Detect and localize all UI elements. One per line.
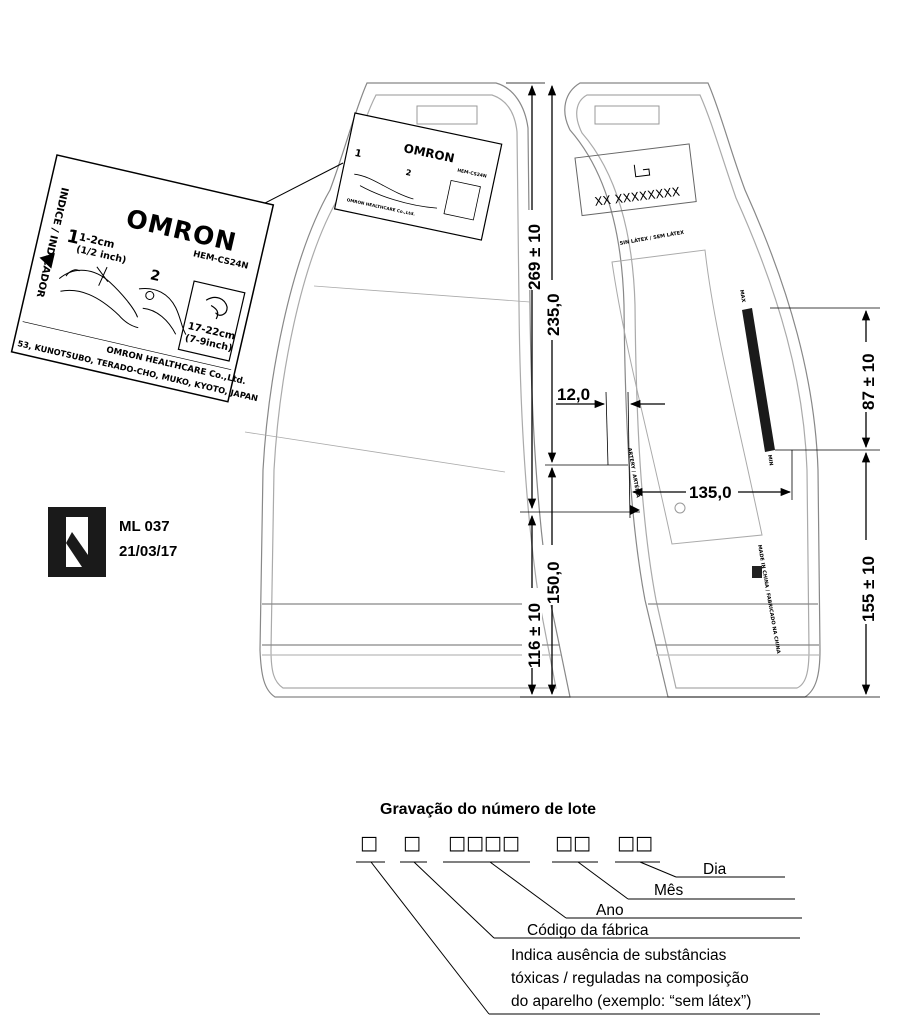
back-min-text: MIN — [766, 454, 774, 466]
back-round-marker — [674, 502, 686, 514]
lot-label-toxic-1: Indica ausência de substâncias — [511, 947, 727, 964]
lot-label-day: Dia — [703, 861, 727, 878]
lot-label-year: Ano — [596, 902, 624, 919]
dim-lower-left-outer: 116 ± 10 — [525, 603, 544, 668]
front-small-step1: 1 — [353, 148, 362, 160]
lot-box-day: □□ — [617, 832, 653, 854]
dim-lower-left-inner: 150,0 — [544, 561, 563, 604]
lot-label-factory: Código da fábrica — [527, 922, 649, 939]
lot-label-toxic-3: do aparelho (exemplo: “sem látex”) — [511, 993, 751, 1010]
label-arm-illustration-1 — [58, 266, 139, 329]
dim-total-height: 269 ± 10 — [525, 224, 544, 290]
back-range-bar — [742, 308, 775, 452]
lot-title: Gravação do número de lote — [380, 801, 596, 818]
back-made-in: MADE IN CHINA / FABRICADO NA CHINA — [756, 544, 781, 654]
back-lot-label: XX XXXXXXXX — [574, 143, 697, 217]
dim-lower-right: 155 ± 10 — [859, 556, 878, 622]
front-small-step2: 2 — [405, 168, 412, 178]
dim-range-length: 87 ± 10 — [859, 353, 878, 410]
lot-box-1: □ — [360, 832, 378, 854]
certification-date: 21/03/17 — [119, 543, 177, 560]
lot-box-2: □ — [403, 832, 421, 854]
dim-inner-height: 235,0 — [544, 293, 563, 336]
back-small-logo — [752, 566, 762, 578]
front-top-window — [416, 105, 478, 125]
label-card-border — [10, 154, 275, 403]
back-latex-text: SIN LÁTEX / SEM LÁTEX — [619, 229, 684, 247]
lot-box-year: □□□□ — [448, 832, 520, 854]
dim-offset: 12,0 — [557, 385, 590, 404]
label-indicator-triangle — [39, 253, 55, 269]
back-artery-marker — [630, 505, 640, 515]
certification-logo — [48, 507, 106, 577]
label-range-icon — [205, 296, 228, 320]
back-max-text: MAX — [738, 289, 746, 303]
lot-leader-lines — [356, 861, 820, 1015]
lot-label-month: Mês — [654, 882, 684, 899]
certification-code: ML 037 — [119, 518, 170, 535]
label-card: OMRON HEM-CS24N INDICE / INDICADOR 1 1-2… — [10, 154, 275, 403]
back-top-window — [594, 105, 660, 125]
back-index-window — [611, 249, 763, 545]
cuff-back-outline — [564, 82, 821, 698]
dim-width: 135,0 — [689, 483, 732, 502]
lot-box-month: □□ — [555, 832, 591, 854]
label-step1-number: 1 — [65, 226, 82, 249]
label-step2-number: 2 — [149, 267, 162, 285]
front-small-label: OMRON HEM-CS24N 1 2 OMRON HEALTHCARE Co.… — [333, 112, 503, 241]
label-range-box — [177, 280, 246, 362]
lot-label-toxic-2: tóxicas / reguladas na composição — [511, 970, 749, 987]
cuff-front-guidelines — [244, 285, 531, 473]
